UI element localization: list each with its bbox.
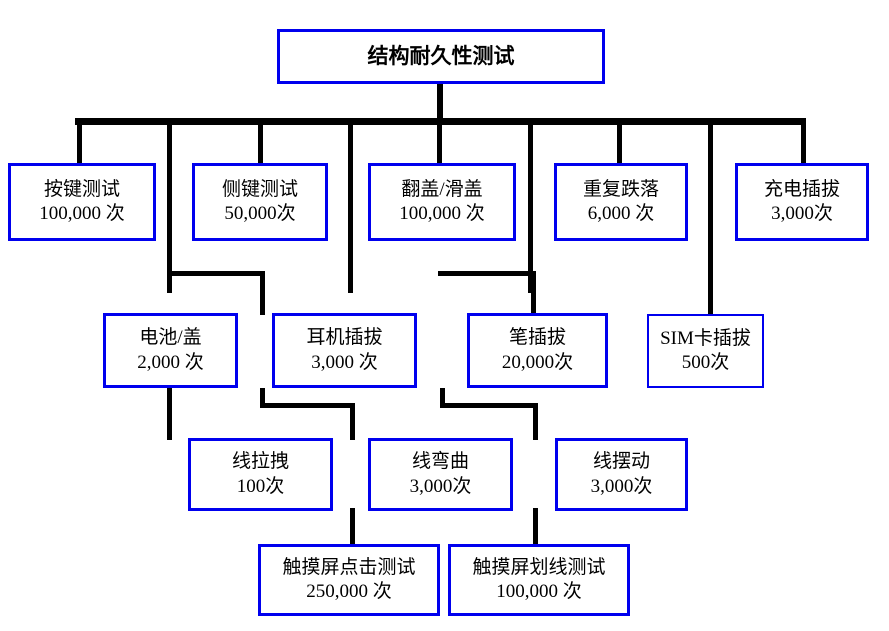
connector-drop-diedluo xyxy=(617,118,622,165)
node-count: 250,000 次 xyxy=(306,581,392,602)
node-label: 按键测试 xyxy=(43,178,120,200)
node-side-key-test[interactable]: 侧键测试 50,000次 xyxy=(192,163,328,241)
node-battery-cover-test[interactable]: 电池/盖 2,000 次 xyxy=(103,313,238,388)
node-label: 充电插拔 xyxy=(763,178,840,200)
node-count: 3,000次 xyxy=(409,475,472,497)
connector-elbow-erji-to-xianwanqu xyxy=(260,403,355,408)
node-root-label: 结构耐久性测试 xyxy=(367,44,515,69)
node-count: 6,000 次 xyxy=(587,203,655,224)
connector-drop-xianbaidong xyxy=(533,403,538,440)
node-count: 20,000次 xyxy=(501,351,574,373)
connector-drop-bi-feed xyxy=(528,118,533,293)
connector-drop-anjian xyxy=(77,118,82,165)
connector-stub-bi-down xyxy=(440,388,445,406)
connector-drop-sim xyxy=(708,118,713,314)
node-count: 2,000 次 xyxy=(137,351,204,373)
node-repeated-drop-test[interactable]: 重复跌落 6,000 次 xyxy=(554,163,688,241)
node-button-test[interactable]: 按键测试 100,000 次 xyxy=(8,163,156,241)
connector-drop-cejian xyxy=(258,118,263,165)
node-count: 100,000 次 xyxy=(39,203,125,224)
node-label: 线拉拽 xyxy=(231,451,289,473)
connector-drop-chongdian xyxy=(801,118,806,165)
connector-drop-xianwanqu xyxy=(350,403,355,440)
node-touchscreen-swipe-test[interactable]: 触摸屏划线测试 100,000 次 xyxy=(448,544,630,616)
node-label: 重复跌落 xyxy=(582,178,659,200)
connector-stub-erji-down xyxy=(260,388,265,406)
connector-elbow-erjifeed-to-bi xyxy=(438,271,536,276)
connector-elbow-bi-to-xianbaidong xyxy=(440,403,538,408)
node-pen-plug-test[interactable]: 笔插拔 20,000次 xyxy=(467,313,608,388)
connector-drop-touchclick xyxy=(350,508,355,544)
connector-elbow-dianchi-to-erji xyxy=(167,271,265,276)
connector-root-stem xyxy=(437,84,443,122)
connector-drop-bi xyxy=(531,271,536,315)
node-label: 翻盖/滑盖 xyxy=(401,178,483,200)
node-count: 100,000 次 xyxy=(496,581,582,602)
connector-drop-erji xyxy=(260,271,265,315)
node-label: 侧键测试 xyxy=(221,178,298,200)
node-sim-card-plug-test[interactable]: SIM卡插拔 500次 xyxy=(647,314,764,388)
node-count: 500次 xyxy=(681,352,730,373)
node-count: 3,000次 xyxy=(771,203,833,224)
node-label: 触摸屏点击测试 xyxy=(282,556,416,578)
node-label: 笔插拔 xyxy=(508,327,566,349)
connector-drop-erji-feed xyxy=(348,118,353,293)
node-label: 线摆动 xyxy=(592,451,650,473)
node-label: SIM卡插拔 xyxy=(660,327,751,349)
connector-drop-dianchi xyxy=(167,118,172,293)
node-count: 100次 xyxy=(236,475,285,497)
connector-drop-touchswipe xyxy=(533,508,538,544)
node-cable-pull-test[interactable]: 线拉拽 100次 xyxy=(188,438,333,511)
node-count: 3,000次 xyxy=(590,475,653,497)
node-label: 线弯曲 xyxy=(411,451,469,473)
connector-drop-fangai xyxy=(437,118,442,165)
node-label: 触摸屏划线测试 xyxy=(472,556,606,578)
node-earphone-plug-test[interactable]: 耳机插拔 3,000 次 xyxy=(272,313,417,388)
node-count: 3,000 次 xyxy=(311,351,378,373)
node-charge-plug-test[interactable]: 充电插拔 3,000次 xyxy=(735,163,869,241)
node-label: 耳机插拔 xyxy=(306,327,383,349)
connector-drop-xianlazhuai xyxy=(167,388,172,440)
node-root[interactable]: 结构耐久性测试 xyxy=(277,29,605,84)
node-flip-slide-test[interactable]: 翻盖/滑盖 100,000 次 xyxy=(368,163,516,241)
node-cable-swing-test[interactable]: 线摆动 3,000次 xyxy=(555,438,688,511)
node-label: 电池/盖 xyxy=(139,327,202,349)
node-touchscreen-tap-test[interactable]: 触摸屏点击测试 250,000 次 xyxy=(258,544,440,616)
node-count: 100,000 次 xyxy=(399,203,485,224)
node-count: 50,000次 xyxy=(224,203,296,224)
node-cable-bend-test[interactable]: 线弯曲 3,000次 xyxy=(368,438,513,511)
